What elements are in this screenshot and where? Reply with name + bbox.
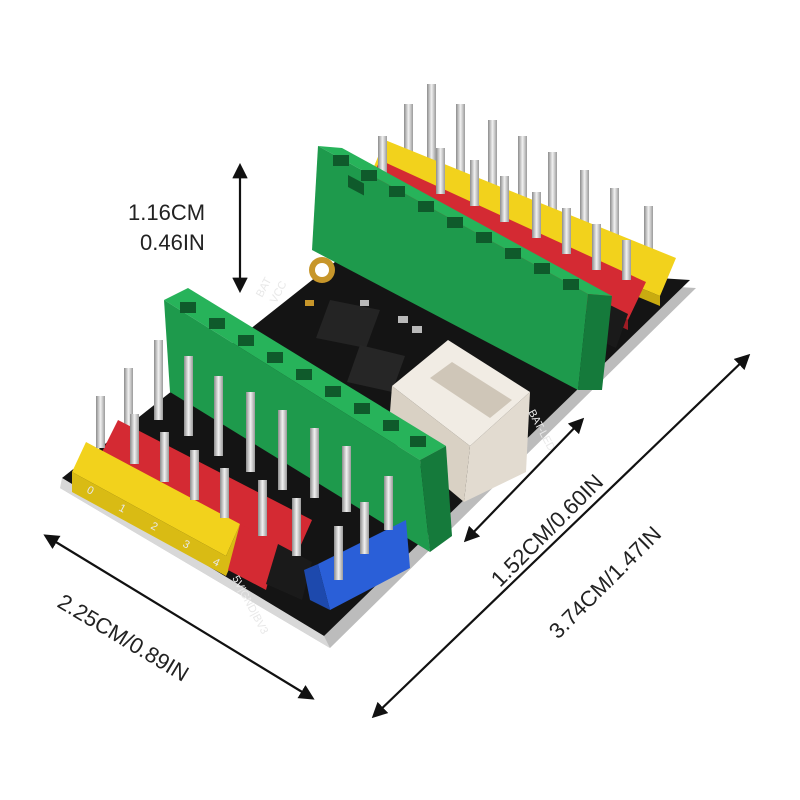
pin-number-label: 1 [117,502,128,515]
socket-spacing-label: 1.52CM/0.60IN [486,469,608,591]
width-label: 2.25CM/0.89IN [53,589,193,687]
pin-number-label: 0 [85,484,96,497]
mounting-hole [309,257,335,283]
back-header-pins-front [378,136,631,280]
height-in-label: 0.46IN [140,230,205,255]
length-label: 3.74CM/1.47IN [544,521,666,643]
pin-number-label: 2 [149,520,160,533]
dimension-arrows [43,162,751,719]
length-arrow [371,353,751,719]
back-socket-holes [333,155,579,290]
width-arrow [43,534,315,700]
back-female-socket [312,146,612,390]
front-header-pins-back [124,340,351,512]
height-cm-label: 1.16CM [128,200,205,225]
